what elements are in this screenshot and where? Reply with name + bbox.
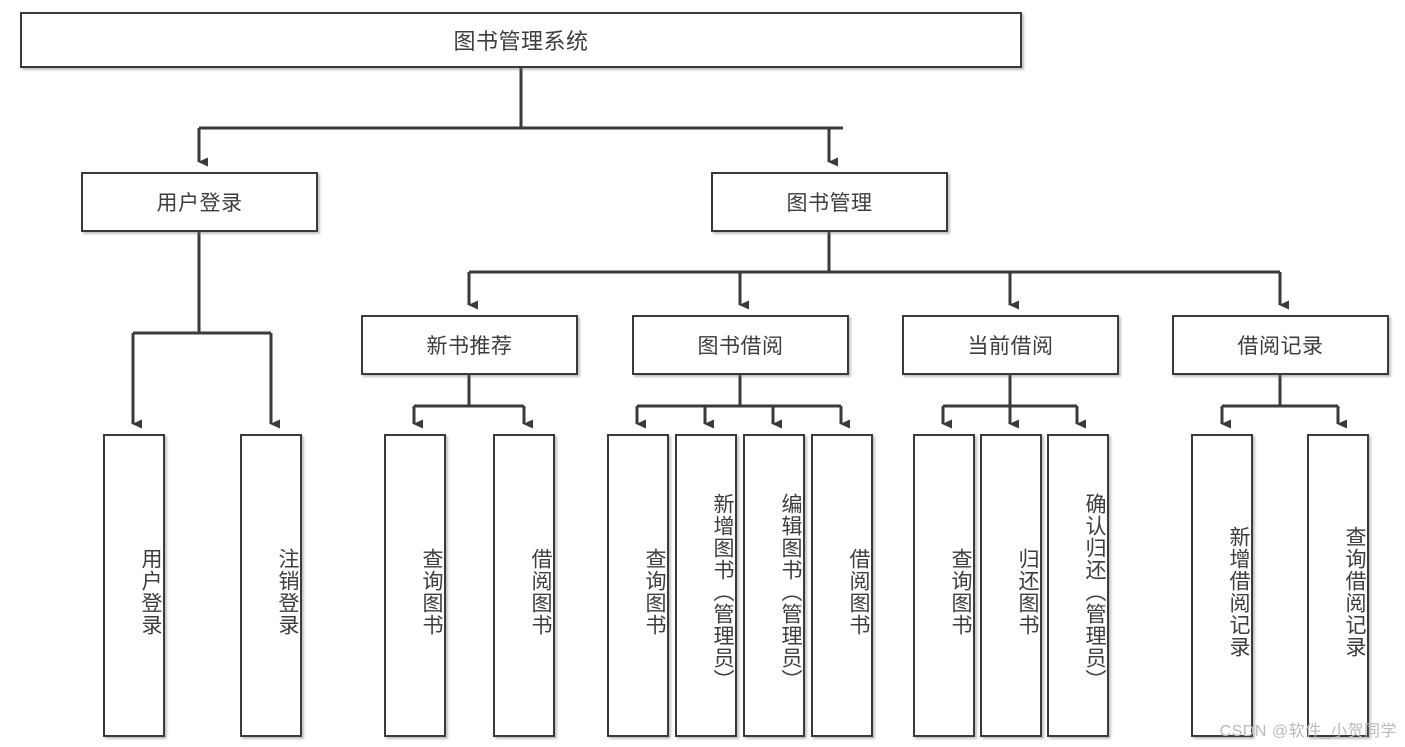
node-user-login-label: 用户登录 (156, 192, 243, 215)
node-book-management-label: 图书管理 (786, 192, 873, 215)
leaf-record-query-label: 查询借阅记录 (1343, 525, 1366, 658)
node-new-book-recommend-label: 新书推荐 (426, 335, 513, 358)
node-borrow-record-label: 借阅记录 (1237, 335, 1324, 358)
leaf-user-login[interactable]: 用户登录 (103, 434, 165, 737)
leaf-record-add-label: 新增借阅记录 (1227, 525, 1250, 658)
leaf-logout[interactable]: 注销登录 (240, 434, 302, 737)
leaf-logout-label: 注销登录 (276, 547, 299, 636)
node-book-management[interactable]: 图书管理 (711, 172, 948, 232)
node-book-borrow[interactable]: 图书借阅 (632, 315, 849, 375)
leaf-current-query-book[interactable]: 查询图书 (913, 434, 975, 737)
leaf-borrow-borrow-book[interactable]: 借阅图书 (811, 434, 873, 737)
node-book-borrow-label: 图书借阅 (697, 335, 784, 358)
leaf-current-return-book[interactable]: 归还图书 (980, 434, 1042, 737)
leaf-newbook-query-book[interactable]: 查询图书 (384, 434, 446, 737)
leaf-current-return-book-label: 归还图书 (1016, 547, 1039, 636)
leaf-record-add[interactable]: 新增借阅记录 (1191, 434, 1253, 737)
leaf-borrow-query-book[interactable]: 查询图书 (607, 434, 669, 737)
leaf-borrow-edit-book[interactable]: 编辑图书（管理员） (743, 434, 805, 737)
leaf-current-confirm-return-label: 确认归还（管理员） (1083, 492, 1106, 691)
leaf-user-login-label: 用户登录 (139, 547, 162, 636)
leaf-newbook-borrow-book-label: 借阅图书 (529, 547, 552, 636)
leaf-borrow-query-book-label: 查询图书 (643, 547, 666, 636)
node-new-book-recommend[interactable]: 新书推荐 (361, 315, 578, 375)
leaf-current-confirm-return[interactable]: 确认归还（管理员） (1047, 434, 1109, 737)
node-root-system[interactable]: 图书管理系统 (20, 12, 1022, 68)
leaf-newbook-query-book-label: 查询图书 (420, 547, 443, 636)
node-current-borrow-label: 当前借阅 (967, 335, 1054, 358)
leaf-borrow-add-book[interactable]: 新增图书（管理员） (675, 434, 737, 737)
watermark: CSDN @软件_小贺同学 (1219, 723, 1397, 740)
node-user-login[interactable]: 用户登录 (81, 172, 318, 232)
node-borrow-record[interactable]: 借阅记录 (1172, 315, 1389, 375)
leaf-newbook-borrow-book[interactable]: 借阅图书 (493, 434, 555, 737)
node-root-label: 图书管理系统 (453, 29, 589, 54)
leaf-record-query[interactable]: 查询借阅记录 (1307, 434, 1369, 737)
node-current-borrow[interactable]: 当前借阅 (902, 315, 1119, 375)
leaf-borrow-add-book-label: 新增图书（管理员） (711, 492, 734, 691)
leaf-current-query-book-label: 查询图书 (949, 547, 972, 636)
leaf-borrow-borrow-book-label: 借阅图书 (847, 547, 870, 636)
leaf-borrow-edit-book-label: 编辑图书（管理员） (779, 492, 802, 691)
